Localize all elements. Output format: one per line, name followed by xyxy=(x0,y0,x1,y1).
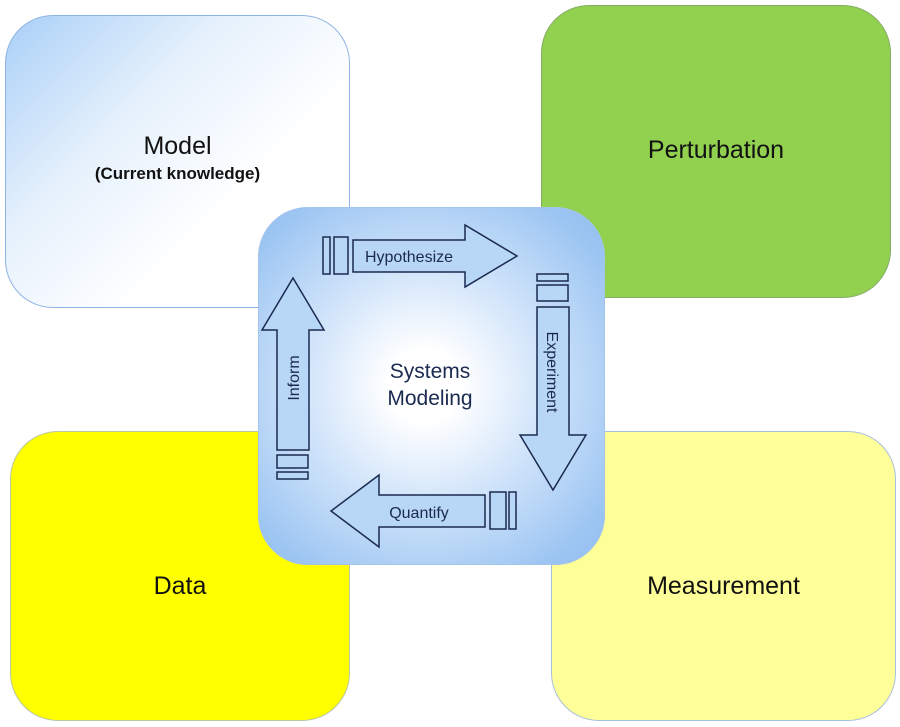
quantify-arrow: Quantify xyxy=(329,473,517,549)
model-title: Model xyxy=(143,131,212,160)
inform-label: Inform xyxy=(286,355,303,400)
hypothesize-label: Hypothesize xyxy=(365,249,453,266)
model-box: Model (Current knowledge) xyxy=(5,15,350,308)
experiment-label: Experiment xyxy=(543,332,560,413)
systems-modeling-label: Systems Modeling xyxy=(345,358,515,412)
quantify-label: Quantify xyxy=(389,505,449,522)
data-title: Data xyxy=(153,572,207,600)
measurement-box: Measurement xyxy=(551,431,896,721)
measurement-title: Measurement xyxy=(647,572,800,600)
model-subtitle: (Current knowledge) xyxy=(94,163,261,183)
hypothesize-arrow: Hypothesize xyxy=(322,223,519,289)
experiment-arrow: Experiment xyxy=(518,273,588,492)
perturbation-title: Perturbation xyxy=(647,135,785,164)
center-label-line1: Systems xyxy=(389,360,471,383)
inform-arrow: Inform xyxy=(260,276,326,480)
center-label-line2: Modeling xyxy=(387,387,473,410)
